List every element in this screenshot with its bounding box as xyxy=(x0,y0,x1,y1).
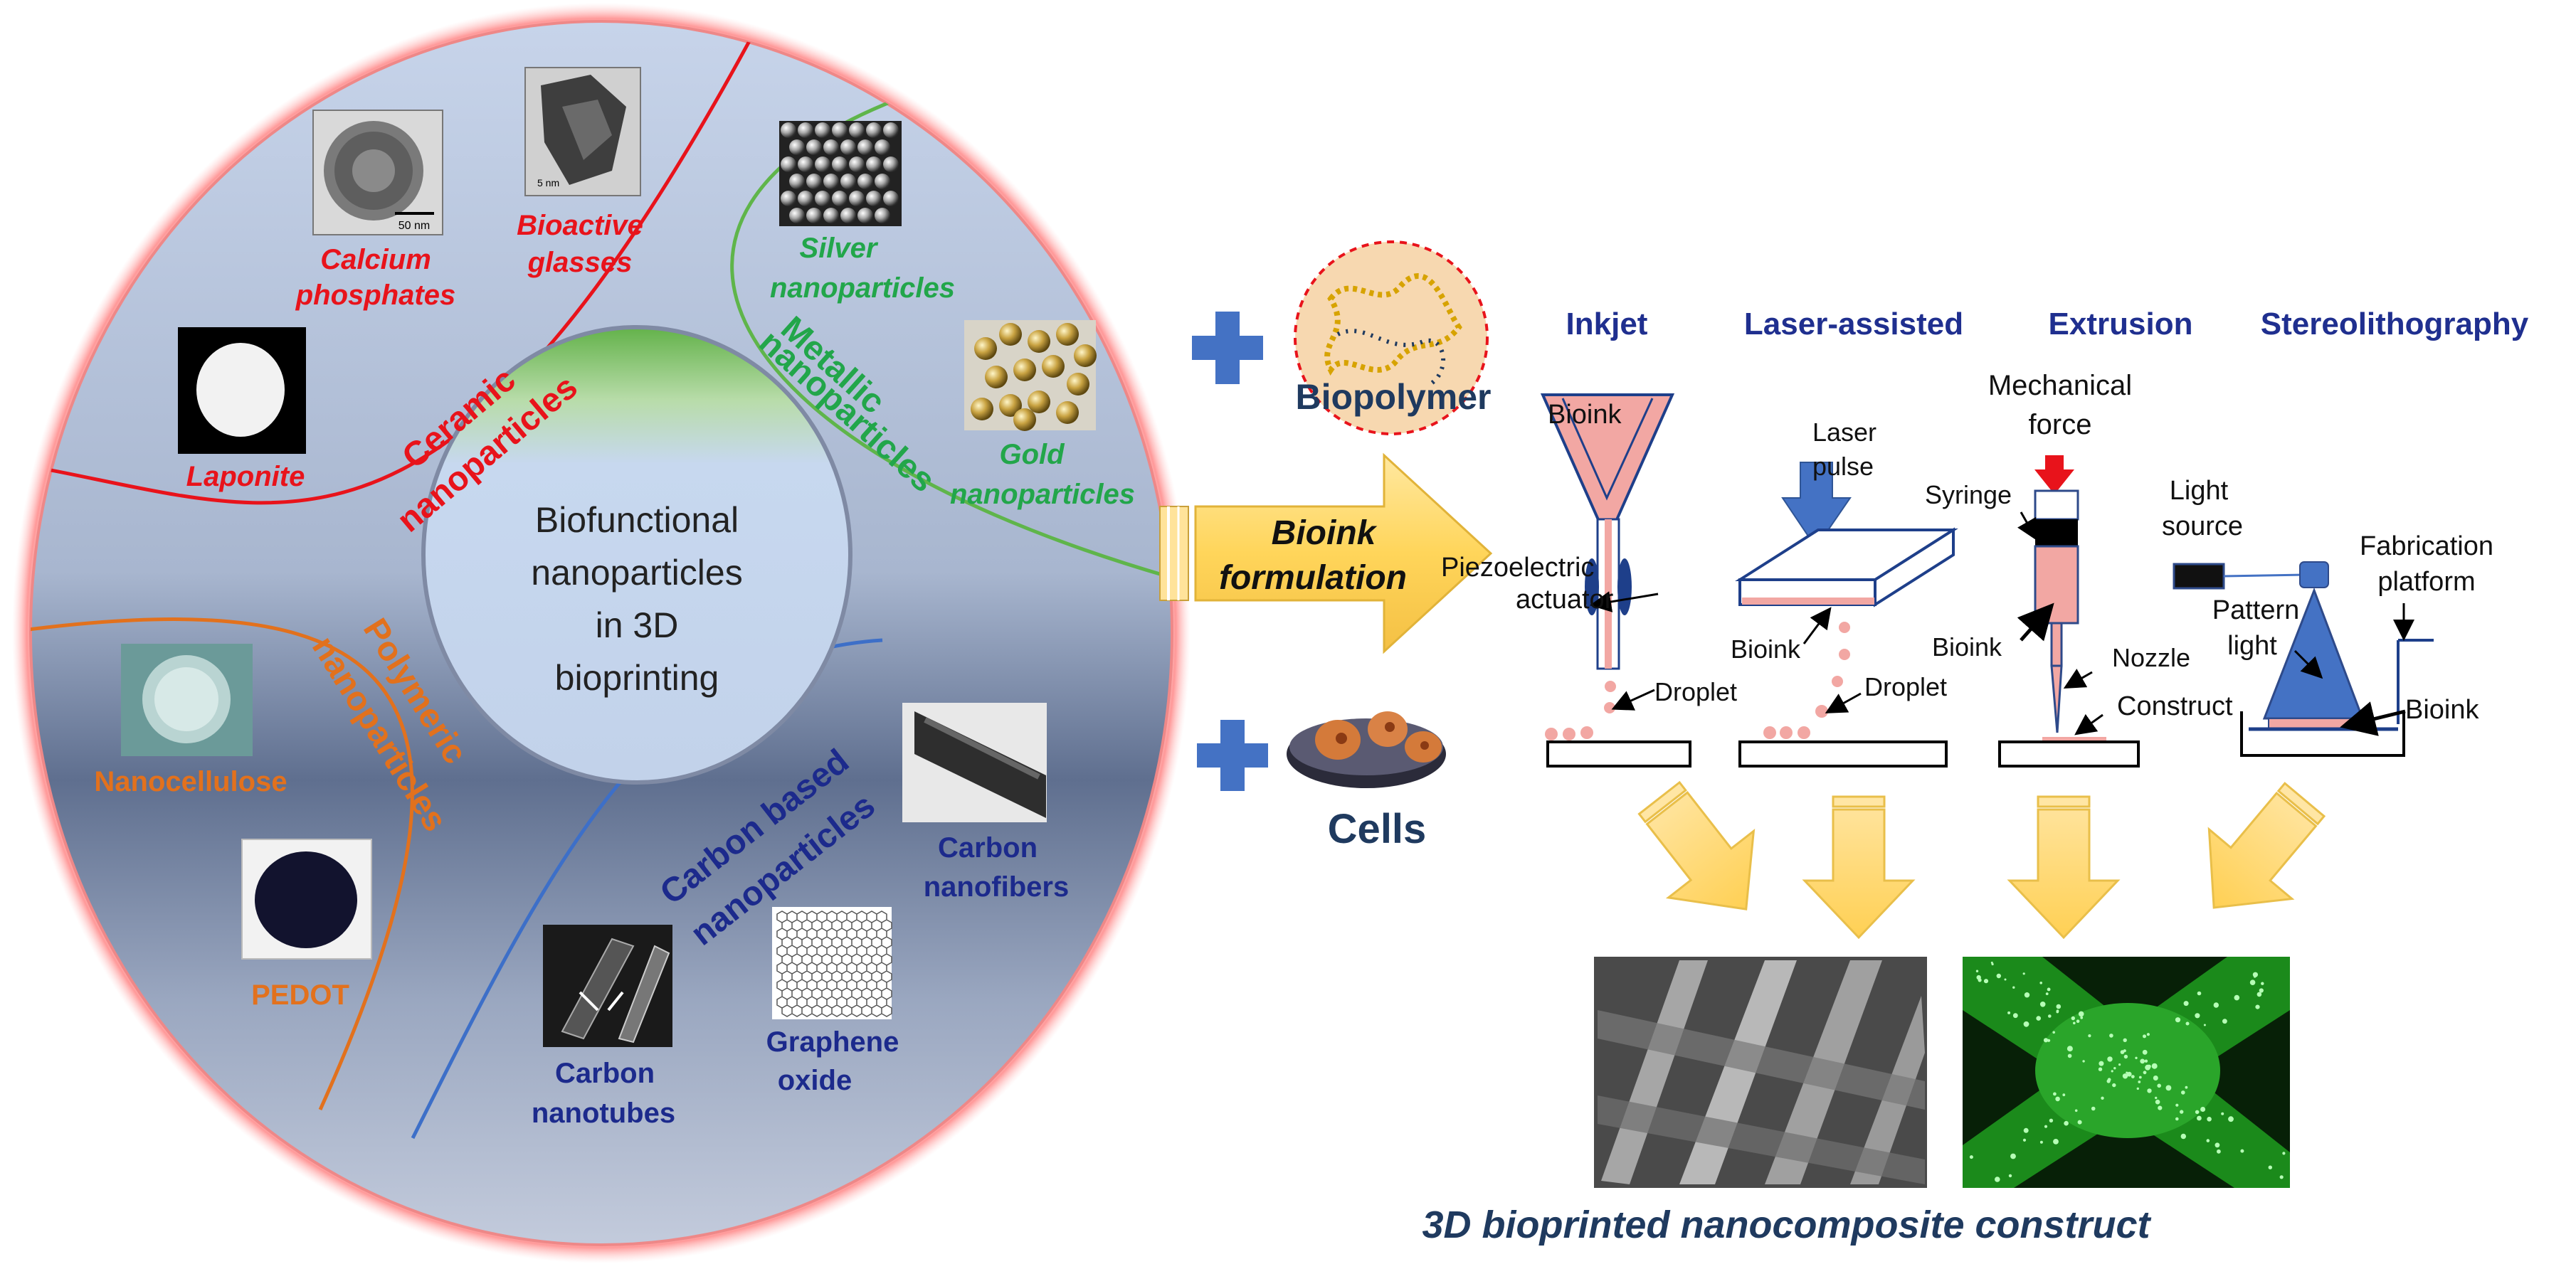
stereo-bioink-label: Bioink xyxy=(2405,695,2479,725)
stereo-pattern-label-1: Pattern xyxy=(2212,595,2300,625)
extrusion-force-label-1: Mechanical xyxy=(1988,370,2132,401)
nanocellulose-label: Nanocellulose xyxy=(94,766,287,797)
stereo-light-label-2: source xyxy=(2162,511,2243,541)
nanotubes-label-1: Carbon xyxy=(555,1058,655,1089)
inkjet-title: Inkjet xyxy=(1566,307,1648,341)
calcium-phosphates-image: 50 nm xyxy=(312,110,443,235)
bioink-formulation-label-2: formulation xyxy=(1219,559,1407,597)
laser-droplet-label: Droplet xyxy=(1864,672,1947,701)
laponite-image xyxy=(178,327,306,454)
calcium-label-2: phosphates xyxy=(295,280,455,311)
silver-label-1: Silver xyxy=(800,233,879,264)
extrusion-force-label-2: force xyxy=(2029,409,2092,440)
plus-icon-biopolymer xyxy=(1192,312,1263,384)
extrusion-construct-label: Construct xyxy=(2117,691,2233,721)
laser-title: Laser-assisted xyxy=(1744,307,1963,341)
pedot-label: PEDOT xyxy=(251,979,349,1011)
laser-printer xyxy=(1735,462,1958,768)
bioactive-label-1: Bioactive xyxy=(517,210,643,241)
biopolymer-label: Biopolymer xyxy=(1295,377,1491,417)
silver-label-2: nanoparticles xyxy=(770,272,955,304)
laser-down-arrow xyxy=(1802,795,1916,940)
center-line-3: in 3D xyxy=(596,605,679,645)
gold-label-2: nanoparticles xyxy=(950,479,1135,510)
result-caption: 3D bioprinted nanocomposite construct xyxy=(1422,1204,2151,1246)
silver-image xyxy=(779,121,902,226)
extrusion-printer xyxy=(1998,455,2140,768)
inkjet-droplet-label: Droplet xyxy=(1654,677,1737,706)
bioactive-glasses-image: 5 nm xyxy=(524,67,641,196)
fluorescence-image xyxy=(1963,957,2290,1188)
extrusion-syringe-label: Syringe xyxy=(1925,480,2012,509)
bioactive-label-2: glasses xyxy=(527,247,633,278)
stereo-light-label-1: Light xyxy=(2170,476,2229,506)
stereolithography-printer xyxy=(2173,561,2434,757)
inkjet-actuator-label-1: Piezoelectric xyxy=(1441,553,1594,583)
bioink-formulation-arrow xyxy=(1159,452,1493,654)
biopolymer-icon xyxy=(1294,240,1489,435)
carbon-nanotubes-image xyxy=(543,925,672,1047)
graphene-label-1: Graphene xyxy=(766,1026,899,1058)
extrusion-nozzle-label: Nozzle xyxy=(2112,643,2190,672)
calcium-label-1: Calcium xyxy=(320,244,431,275)
calcium-scale-bar: 50 nm xyxy=(398,220,430,232)
stereo-platform-label-1: Fabrication xyxy=(2360,531,2493,561)
ceramic-divider xyxy=(31,31,756,505)
bioink-formulation-label-1: Bioink xyxy=(1272,514,1378,552)
stereo-down-arrow xyxy=(2207,782,2326,909)
laser-bioink-label: Bioink xyxy=(1731,634,1801,664)
extrusion-down-arrow xyxy=(2007,795,2121,940)
laser-pulse-label-2: pulse xyxy=(1812,452,1874,481)
inkjet-bioink-label: Bioink xyxy=(1548,400,1622,430)
sem-image xyxy=(1594,957,1927,1188)
center-line-4: bioprinting xyxy=(555,658,719,698)
gold-label-1: Gold xyxy=(999,439,1065,470)
stereo-platform-label-2: platform xyxy=(2377,567,2475,597)
laponite-label: Laponite xyxy=(186,461,305,492)
laser-pulse-label-1: Laser xyxy=(1812,418,1876,447)
inkjet-actuator-label-2: actuator xyxy=(1516,585,1614,615)
inkjet-down-arrow xyxy=(1637,780,1756,910)
stereo-pattern-label-2: light xyxy=(2227,631,2277,661)
pedot-image xyxy=(241,839,372,960)
center-line-1: Biofunctional xyxy=(535,500,739,540)
gold-image xyxy=(964,320,1097,431)
plus-icon-cells xyxy=(1197,720,1268,791)
nanotubes-label-2: nanotubes xyxy=(532,1098,675,1129)
graphene-oxide-image xyxy=(772,907,892,1019)
nanofibers-label-1: Carbon xyxy=(938,832,1038,864)
extrusion-title: Extrusion xyxy=(2049,307,2193,341)
extrusion-bioink-label: Bioink xyxy=(1932,632,2002,662)
cells-label: Cells xyxy=(1328,806,1427,852)
bioactive-scale-bar: 5 nm xyxy=(537,177,559,189)
down-arrows xyxy=(1637,780,2326,940)
polymeric-divider xyxy=(31,617,414,1111)
graphene-label-2: oxide xyxy=(778,1065,852,1096)
nanocellulose-image xyxy=(121,644,253,756)
nanofibers-label-2: nanofibers xyxy=(924,871,1069,903)
stereolithography-title: Stereolithography xyxy=(2261,307,2529,341)
center-circle xyxy=(421,325,852,785)
carbon-nanofibers-image xyxy=(902,703,1047,822)
center-title: Biofunctional nanoparticles in 3D biopri… xyxy=(531,500,742,698)
inkjet-printer xyxy=(1540,393,1691,768)
cells-icon xyxy=(1287,711,1446,788)
center-line-2: nanoparticles xyxy=(531,553,742,593)
